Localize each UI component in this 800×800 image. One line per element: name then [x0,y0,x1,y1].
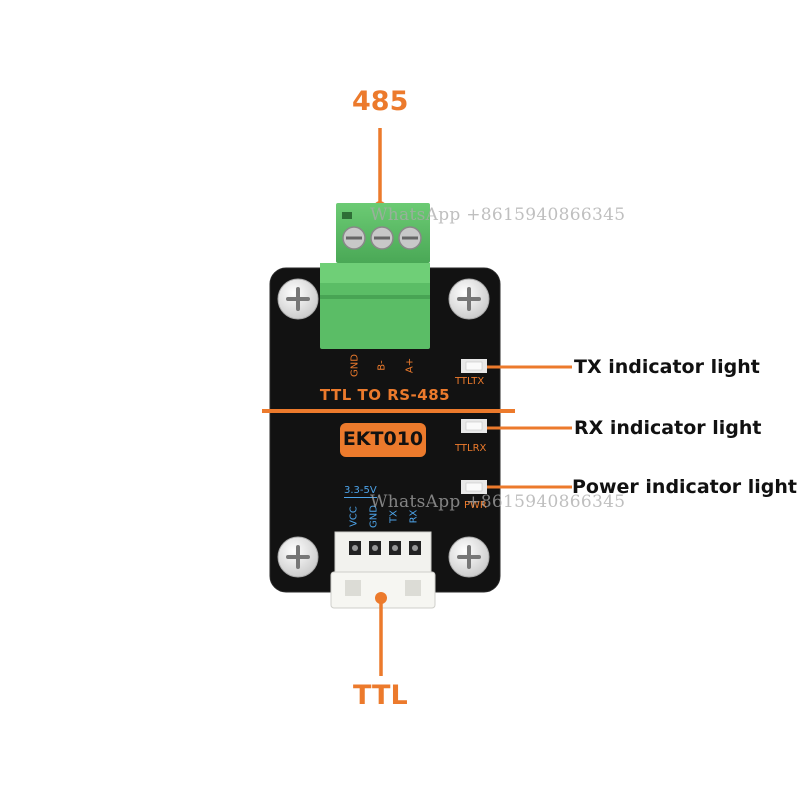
led-label-ttlrx: TTLRX [455,443,487,454]
screw-bottom-right [448,536,490,578]
voltage-label: 3.3-5V [344,485,377,498]
led-pwr [461,480,487,494]
screw-bottom-left [277,536,319,578]
watermark-middle: WhatsApp +8615940866345 [370,492,626,512]
led-label-pwr: PWR [464,500,487,511]
terminal-block [320,203,430,349]
leader-485 [374,128,386,213]
pin-label-a: A+ [404,357,416,374]
model-badge [340,423,426,457]
callout-tx: TX indicator light [574,356,760,378]
led-tx [461,359,487,373]
callout-pwr: Power indicator light [572,476,797,498]
led-rx [461,419,487,433]
label-ttl: TTL [353,680,408,711]
leader-ttl [375,592,387,676]
board-model: EKT010 [342,428,424,450]
screw-top-left [277,278,319,320]
pin-label-gnd: GND [349,354,361,377]
board-title: TTL TO RS-485 [319,386,451,404]
screw-top-right [448,278,490,320]
label-485: 485 [352,86,409,117]
pin-label-b: B- [376,360,388,371]
led-label-ttltx: TTLTX [455,376,485,387]
callout-rx: RX indicator light [574,417,762,439]
ttl-pin-vcc: VCC [348,506,360,527]
watermark-top: WhatsApp +8615940866345 [370,205,626,225]
ttl-connector [330,531,436,609]
